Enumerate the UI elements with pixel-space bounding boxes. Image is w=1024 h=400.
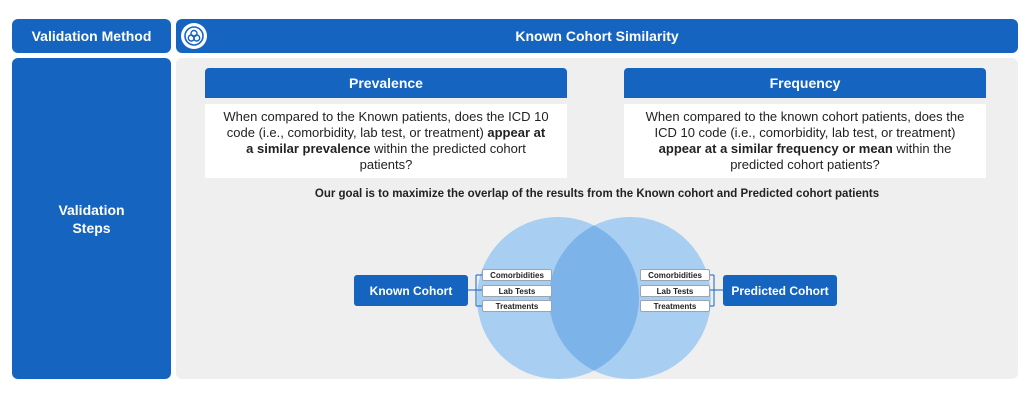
right-tag-treatments-text: Treatments xyxy=(653,301,697,311)
left-tag-lab-tests-text: Lab Tests xyxy=(498,286,536,296)
known-cohort-box: Known Cohort xyxy=(354,275,468,306)
prevalence-title: Prevalence xyxy=(349,75,423,91)
left-tag-comorbidities: Comorbidities xyxy=(482,269,552,281)
frequency-card-body: When compared to the known cohort patien… xyxy=(624,104,986,178)
right-connectors xyxy=(708,274,723,307)
predicted-cohort-box: Predicted Cohort xyxy=(723,275,837,306)
validation-steps-line1: Validation xyxy=(58,201,125,218)
prevalence-card-header: Prevalence xyxy=(205,68,567,98)
left-tag-treatments: Treatments xyxy=(482,300,552,312)
prevalence-question: When compared to the Known patients, doe… xyxy=(223,109,549,173)
right-tag-lab-tests: Lab Tests xyxy=(640,285,710,297)
prevalence-text-1: When compared to the Known patients, doe… xyxy=(223,109,549,140)
validation-method-label: Validation Method xyxy=(12,19,171,53)
prevalence-card-body: When compared to the Known patients, doe… xyxy=(205,104,567,178)
right-tag-treatments: Treatments xyxy=(640,300,710,312)
frequency-text-1: When compared to the known cohort patien… xyxy=(645,109,965,140)
known-cohort-label: Known Cohort xyxy=(369,283,453,298)
validation-steps-line2: Steps xyxy=(72,219,111,236)
frequency-title: Frequency xyxy=(769,75,841,91)
right-tag-lab-tests-text: Lab Tests xyxy=(656,286,694,296)
frequency-question: When compared to the known cohort patien… xyxy=(642,109,968,173)
validation-steps-label: Validation Steps xyxy=(12,58,171,379)
predicted-cohort-label: Predicted Cohort xyxy=(731,283,829,298)
validation-method-value: Known Cohort Similarity xyxy=(176,19,1018,53)
prevalence-text-2: within the predicted cohort patients? xyxy=(359,141,526,172)
left-tag-comorbidities-text: Comorbidities xyxy=(490,270,544,280)
overlap-region xyxy=(549,217,639,379)
prevalence-text-bold: appear at a similar prevalence xyxy=(246,125,546,156)
cohort-circles-icon xyxy=(181,23,207,49)
left-tag-lab-tests: Lab Tests xyxy=(482,285,552,297)
frequency-text-2: within the predicted cohort patients? xyxy=(730,141,952,172)
right-tag-comorbidities: Comorbidities xyxy=(640,269,710,281)
left-tag-treatments-text: Treatments xyxy=(495,301,539,311)
validation-method-label-text: Validation Method xyxy=(31,28,152,44)
frequency-text-bold: appear at a similar frequency or mean xyxy=(658,141,893,156)
validation-method-value-text: Known Cohort Similarity xyxy=(515,28,679,44)
goal-statement: Our goal is to maximize the overlap of t… xyxy=(314,188,880,200)
frequency-card-header: Frequency xyxy=(624,68,986,98)
right-tag-comorbidities-text: Comorbidities xyxy=(648,270,702,280)
